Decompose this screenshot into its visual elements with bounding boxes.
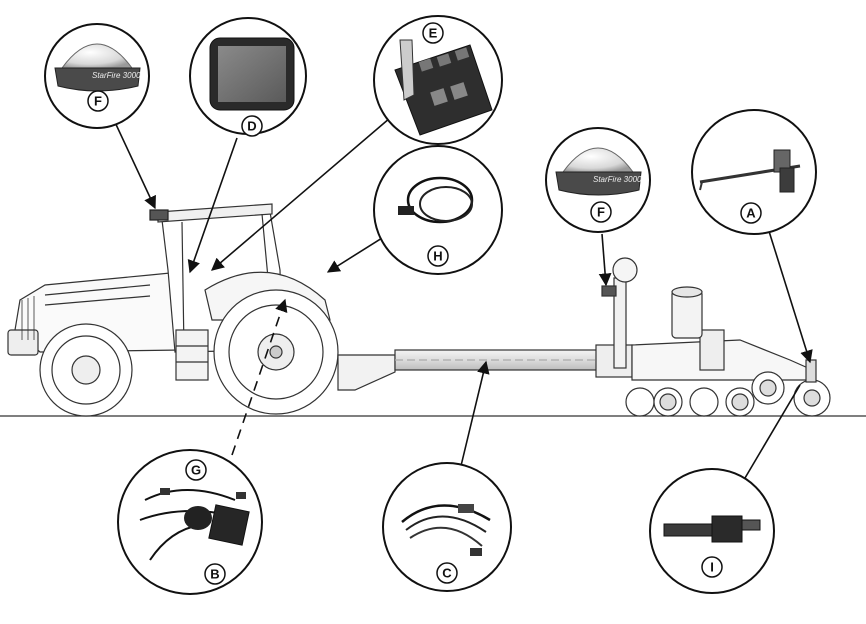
- callout-harness-c: C: [382, 462, 512, 592]
- label-f-implement: F: [597, 205, 605, 220]
- label-d: D: [247, 119, 256, 134]
- receiver-brand-text: StarFire 3000: [92, 71, 141, 80]
- leader-lines: [112, 117, 813, 479]
- label-f-tractor: F: [94, 94, 102, 109]
- label-e: E: [429, 26, 438, 41]
- callout-controls: E: [373, 15, 503, 145]
- callout-harness-h: H: [373, 145, 503, 275]
- callout-display: D: [189, 17, 307, 137]
- implement: [394, 257, 831, 417]
- callout-receiver-implement: StarFire 3000 F: [545, 127, 651, 233]
- tractor: [7, 203, 396, 417]
- label-g: G: [191, 463, 201, 478]
- callout-harness-module: G B: [117, 449, 263, 595]
- callout-receiver-tractor: StarFire 3000 F: [44, 23, 150, 129]
- label-b: B: [210, 567, 219, 582]
- label-a: A: [746, 206, 756, 221]
- callout-actuator-i: I: [649, 468, 775, 594]
- callout-sensor-a: A: [691, 109, 817, 235]
- label-c: C: [442, 566, 452, 581]
- label-i: I: [710, 560, 714, 575]
- receiver-brand-text-implement: StarFire 3000: [593, 175, 642, 184]
- label-h: H: [433, 249, 442, 264]
